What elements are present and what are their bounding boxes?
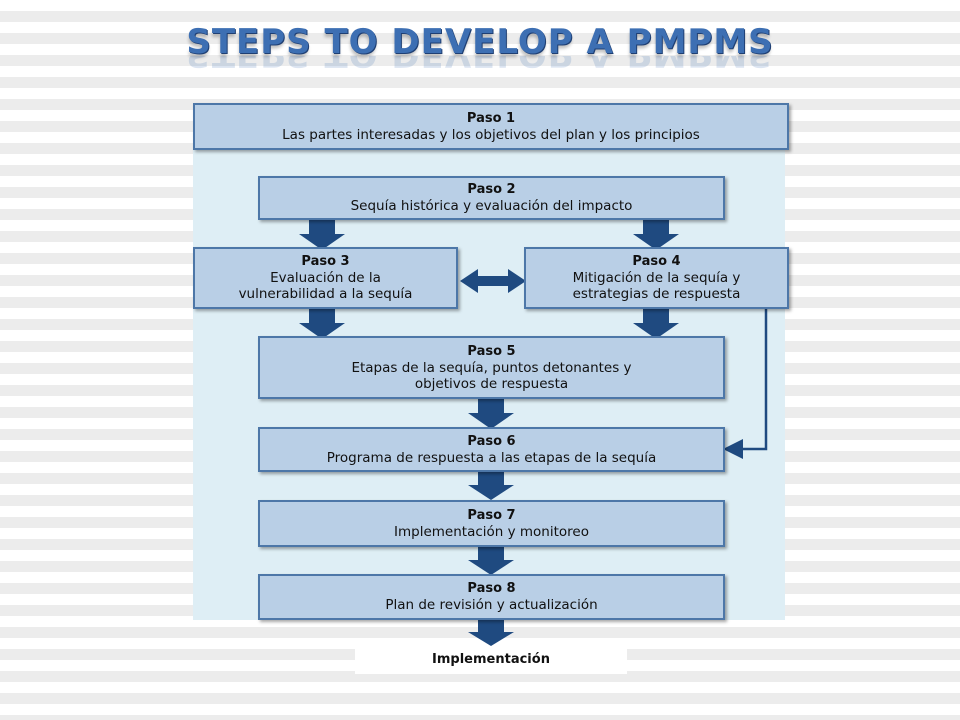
slide-title: STEPS TO DEVELOP A PMPMS	[186, 22, 774, 62]
arrow-3-to-5	[299, 309, 345, 339]
step-6-body: Programa de respuesta a las etapas de la…	[326, 449, 657, 466]
step-5-body: Etapas de la sequía, puntos detonantes y…	[351, 359, 632, 392]
implementation-label: Implementación	[355, 646, 627, 674]
step-4-box: Paso 4 Mitigación de la sequía y estrate…	[524, 247, 789, 309]
connector-4-to-6	[723, 309, 768, 459]
arrow-2-to-4	[633, 220, 679, 250]
arrow-8-to-final	[468, 620, 514, 646]
step-1-box: Paso 1 Las partes interesadas y los obje…	[193, 103, 789, 150]
step-3-header: Paso 3	[301, 254, 350, 269]
step-8-box: Paso 8 Plan de revisión y actualización	[258, 574, 725, 620]
step-8-header: Paso 8	[467, 581, 516, 596]
step-3-body: Evaluación de la vulnerabilidad a la seq…	[238, 270, 413, 302]
step-7-box: Paso 7 Implementación y monitoreo	[258, 500, 725, 547]
step-4-header: Paso 4	[632, 254, 681, 269]
step-6-header: Paso 6	[467, 433, 516, 449]
arrow-5-to-6	[468, 399, 514, 429]
step-3-box: Paso 3 Evaluación de la vulnerabilidad a…	[193, 247, 458, 309]
step-2-box: Paso 2 Sequía histórica y evaluación del…	[258, 176, 725, 220]
arrow-7-to-8	[468, 547, 514, 575]
step-2-header: Paso 2	[467, 182, 516, 197]
double-arrow-3-4	[460, 269, 526, 293]
step-1-body: Las partes interesadas y los objetivos d…	[282, 126, 700, 143]
step-6-box: Paso 6 Programa de respuesta a las etapa…	[258, 427, 725, 472]
step-8-body: Plan de revisión y actualización	[385, 597, 598, 613]
arrow-4-to-5	[633, 309, 679, 339]
step-1-header: Paso 1	[466, 110, 516, 126]
arrow-6-to-7	[468, 472, 514, 500]
arrow-2-to-3	[299, 220, 345, 250]
step-2-body: Sequía histórica y evaluación del impact…	[350, 198, 633, 214]
step-7-body: Implementación y monitoreo	[394, 523, 589, 540]
step-7-header: Paso 7	[467, 507, 516, 523]
step-4-body: Mitigación de la sequía y estrategias de…	[572, 270, 741, 302]
step-5-header: Paso 5	[467, 343, 516, 359]
step-5-box: Paso 5 Etapas de la sequía, puntos deton…	[258, 336, 725, 399]
